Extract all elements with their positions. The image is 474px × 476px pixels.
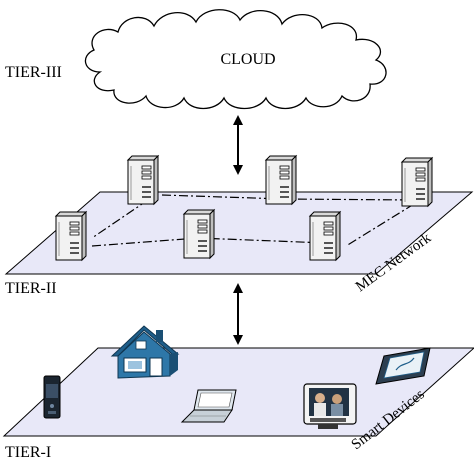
mec-server-icon (183, 209, 215, 259)
cloud-label: CLOUD (220, 51, 275, 68)
tier-2-label: TIER-II (5, 280, 57, 297)
mec-server-icon (127, 155, 159, 205)
tier-1: Smart Devices TIER-I (2, 325, 474, 461)
mec-link-right (345, 203, 415, 247)
laptop-icon (180, 389, 237, 423)
tablet-icon (375, 347, 431, 385)
mec-server-icon (265, 155, 297, 205)
mec-server-icon (55, 211, 87, 261)
tier-2: MEC Network TIER-II (4, 155, 474, 297)
mec-server-icon (309, 211, 341, 261)
tier-3: CLOUD TIER-III (5, 9, 387, 110)
smart-home-icon (110, 325, 180, 379)
tier-1-label: TIER-I (5, 444, 51, 461)
video-phone-icon (303, 383, 357, 429)
mec-link-left (91, 199, 149, 239)
tier-3-label: TIER-III (5, 64, 62, 81)
phone-icon (43, 375, 61, 419)
cloud-shape (84, 9, 387, 110)
mec-network-plane (4, 191, 474, 275)
mec-server-icon (401, 157, 433, 207)
